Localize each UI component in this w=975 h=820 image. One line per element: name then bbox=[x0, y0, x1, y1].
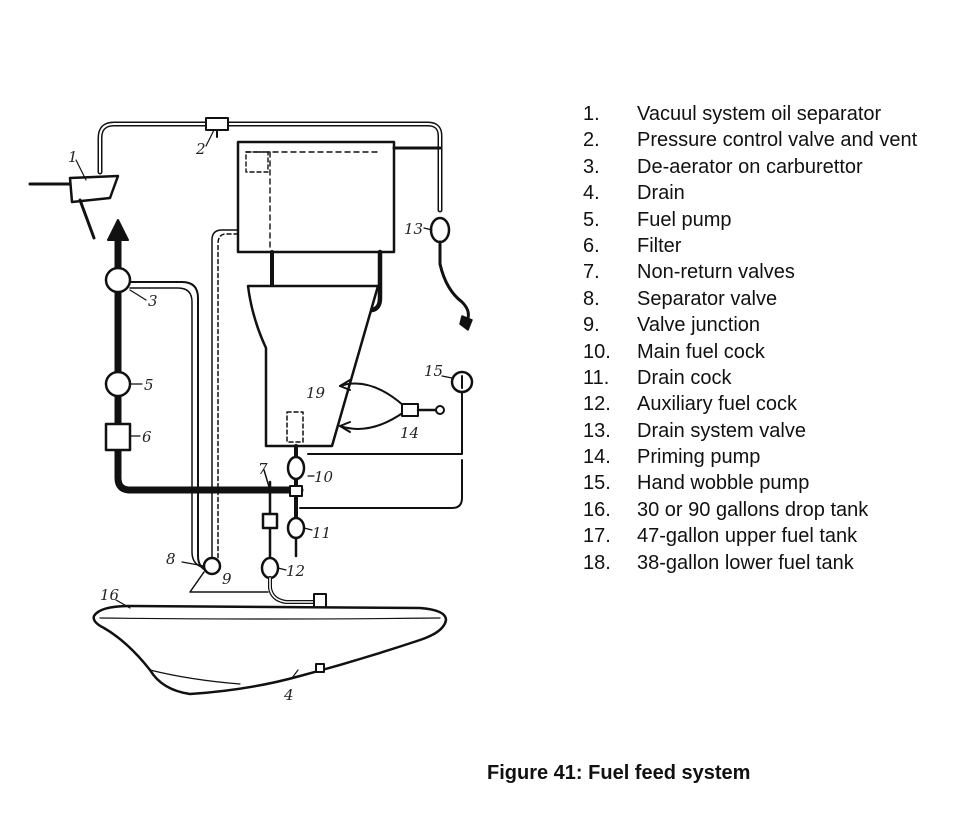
legend-item: 15. Hand wobble pump bbox=[583, 470, 917, 496]
callout-10: 10 bbox=[314, 468, 334, 486]
legend-item: 8. Separator valve bbox=[583, 286, 917, 312]
priming-pump bbox=[401, 403, 419, 417]
legend-item: 9. Valve junction bbox=[583, 312, 917, 338]
legend-label: 30 or 90 gallons drop tank bbox=[637, 498, 869, 521]
legend-item: 18. 38-gallon lower fuel tank bbox=[583, 550, 917, 576]
legend-label: Priming pump bbox=[637, 446, 761, 469]
legend-item: 14. Priming pump bbox=[583, 444, 917, 470]
legend-number: 17. bbox=[583, 525, 611, 548]
fuel-pump bbox=[104, 370, 132, 398]
legend-label: Vacuul system oil separator bbox=[637, 103, 882, 125]
legend-number: 6. bbox=[583, 234, 600, 257]
callout-2: 2 bbox=[195, 140, 206, 158]
main-fuel-cock bbox=[286, 455, 306, 481]
callout-11: 11 bbox=[312, 524, 331, 542]
legend-label: Valve junction bbox=[637, 314, 761, 337]
callout-3: 3 bbox=[148, 292, 158, 310]
legend-item: 7. Non-return valves bbox=[583, 259, 917, 285]
legend-item: 4. Drain bbox=[583, 180, 917, 206]
legend-number: 12. bbox=[583, 393, 611, 416]
legend-item: 17. 47-gallon upper fuel tank bbox=[583, 523, 917, 549]
legend-list: 1. Vacuul system oil separator 2. Pressure… bbox=[583, 101, 917, 576]
upper-fuel-tank bbox=[236, 140, 396, 254]
legend-number: 10. bbox=[583, 340, 611, 363]
legend-number: 16. bbox=[583, 498, 611, 521]
callout-1: 1 bbox=[68, 148, 78, 166]
legend-label: Auxiliary fuel cock bbox=[637, 393, 798, 416]
legend-item: 16. 30 or 90 gallons drop tank bbox=[583, 497, 917, 523]
legend-label: Drain bbox=[637, 182, 685, 205]
legend-number: 18. bbox=[583, 551, 611, 574]
separator-valve bbox=[202, 556, 222, 576]
main-fuel-line bbox=[114, 226, 304, 494]
callout-13: 13 bbox=[404, 220, 423, 238]
legend-item: 6. Filter bbox=[583, 233, 917, 259]
legend-label: Pressure control valve and vent bbox=[637, 129, 918, 152]
non-return-valve bbox=[261, 512, 279, 530]
legend-label: Filter bbox=[637, 234, 682, 257]
legend-number: 9. bbox=[583, 314, 600, 337]
callout-19: 19 bbox=[306, 384, 326, 402]
callout-5: 5 bbox=[144, 376, 154, 394]
callout-9: 9 bbox=[222, 570, 232, 588]
legend-number: 7. bbox=[583, 261, 600, 284]
vent-line-inner bbox=[99, 123, 441, 211]
legend-item: 3. De-aerator on carburettor bbox=[583, 154, 917, 180]
legend-label: 47-gallon upper fuel tank bbox=[637, 525, 858, 548]
callout-15: 15 bbox=[424, 362, 443, 380]
legend-label: Main fuel cock bbox=[637, 340, 765, 363]
drain-cock bbox=[286, 516, 306, 540]
figure-caption: Figure 41: Fuel feed system bbox=[487, 762, 751, 784]
legend-label: Hand wobble pump bbox=[637, 472, 810, 495]
callout-14: 14 bbox=[400, 424, 419, 442]
legend-number: 2. bbox=[583, 129, 600, 152]
legend-label: De-aerator on carburettor bbox=[637, 155, 863, 178]
drain bbox=[315, 663, 325, 673]
legend-item: 10. Main fuel cock bbox=[583, 339, 917, 365]
legend-label: Fuel pump bbox=[637, 208, 732, 231]
pressure-control-valve bbox=[205, 117, 229, 131]
legend-label: Separator valve bbox=[637, 287, 778, 310]
auxiliary-fuel-cock bbox=[260, 556, 280, 580]
de-aerator bbox=[104, 266, 132, 294]
legend-number: 4. bbox=[583, 182, 600, 205]
callout-4: 4 bbox=[283, 686, 294, 704]
oil-separator bbox=[68, 174, 120, 204]
callout-8: 8 bbox=[166, 550, 176, 568]
legend-number: 5. bbox=[583, 208, 600, 231]
legend-item: 11. Drain cock bbox=[583, 365, 917, 391]
callout-16: 16 bbox=[100, 586, 120, 604]
drop-tank bbox=[92, 604, 448, 696]
drain-system-valve bbox=[429, 216, 451, 244]
legend-number: 3. bbox=[583, 155, 600, 178]
legend-item: 2. Pressure control valve and vent bbox=[583, 127, 917, 153]
legend-number: 11. bbox=[583, 366, 610, 389]
lower-fuel-tank bbox=[246, 284, 380, 448]
callout-7: 7 bbox=[258, 460, 268, 478]
legend-number: 14. bbox=[583, 446, 611, 469]
legend-label: Drain cock bbox=[637, 366, 732, 389]
filter bbox=[104, 422, 132, 452]
legend-number: 1. bbox=[583, 103, 600, 125]
legend-label: Drain system valve bbox=[637, 419, 806, 442]
legend-item: 1. Vacuul system oil separator bbox=[583, 101, 917, 127]
legend-item: 5. Fuel pump bbox=[583, 207, 917, 233]
legend-label: 38-gallon lower fuel tank bbox=[637, 551, 854, 574]
callout-6: 6 bbox=[142, 428, 152, 446]
legend-number: 8. bbox=[583, 287, 600, 310]
legend-label: Non-return valves bbox=[637, 261, 795, 284]
legend-item: 13. Drain system valve bbox=[583, 418, 917, 444]
legend-number: 13. bbox=[583, 419, 611, 442]
callout-12: 12 bbox=[286, 562, 305, 580]
legend-number: 15. bbox=[583, 472, 611, 495]
legend-item: 12. Auxiliary fuel cock bbox=[583, 391, 917, 417]
